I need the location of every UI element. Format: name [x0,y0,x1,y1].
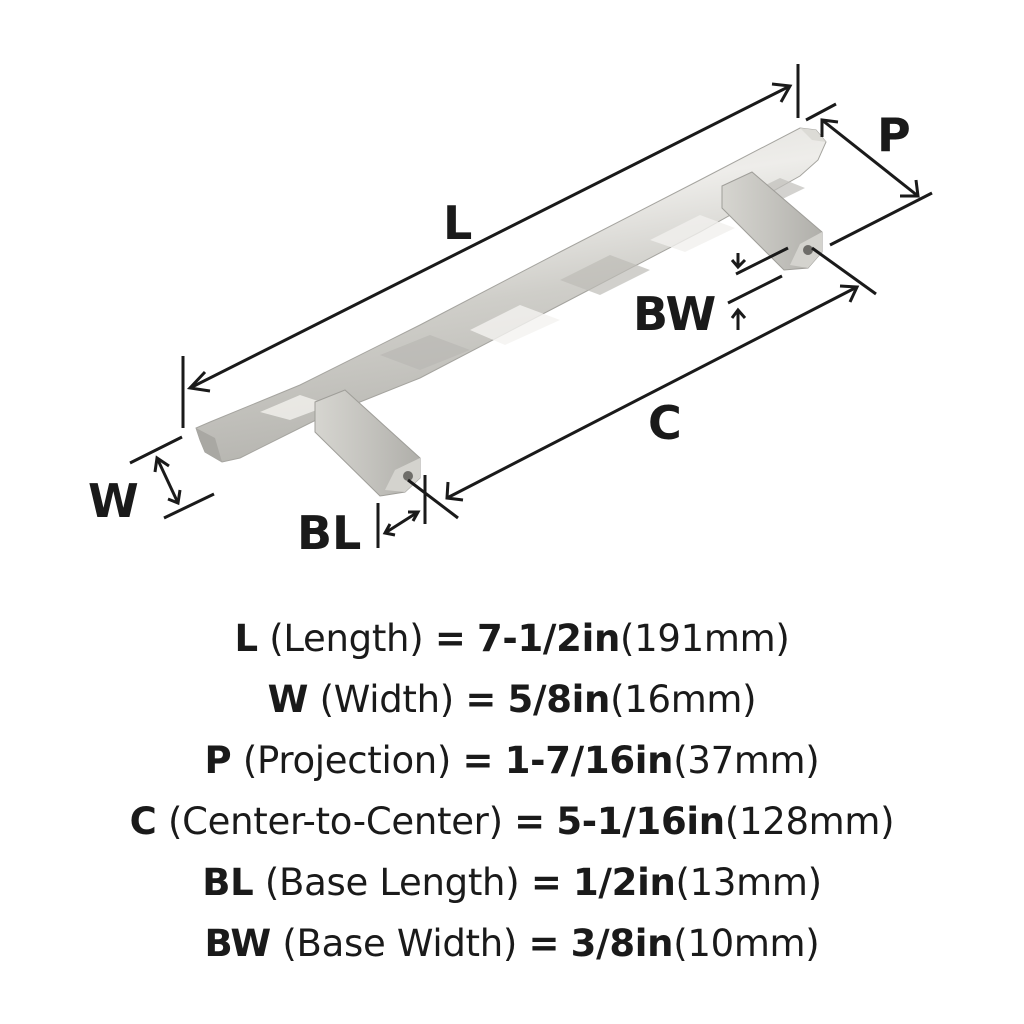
spec-length: L (Length) = 7-1/2in(191mm) [0,608,1024,669]
label-base-width: BW [633,287,717,341]
spec-base-width: BW (Base Width) = 3/8in(10mm) [0,913,1024,974]
spec-abbr: W [267,678,309,721]
spec-equals: = [465,678,497,721]
spec-name: (Projection) [242,739,452,782]
spec-equals: = [530,861,562,904]
spec-abbr: P [204,739,232,782]
spec-width: W (Width) = 5/8in(16mm) [0,669,1024,730]
spec-abbr: BW [204,922,272,965]
left-post [314,389,421,497]
spec-projection: P (Projection) = 1-7/16in(37mm) [0,730,1024,791]
spec-name: (Length) [269,617,424,660]
right-post [721,171,823,271]
specifications-list: L (Length) = 7-1/2in(191mm) W (Width) = … [0,608,1024,974]
handle-bar [195,127,827,463]
spec-abbr: BL [202,861,254,904]
label-center-to-center: C [648,396,682,450]
spec-imperial: 1/2in [572,861,676,904]
spec-imperial: 7-1/2in [476,617,621,660]
spec-name: (Base Length) [264,861,520,904]
spec-imperial: 5/8in [507,678,611,721]
label-length: L [443,196,473,250]
spec-metric: (16mm) [610,678,757,721]
spec-name: (Base Width) [282,922,518,965]
spec-equals: = [514,800,545,843]
label-base-length: BL [297,506,362,560]
spec-metric: (37mm) [673,739,820,782]
spec-base-length: BL (Base Length) = 1/2in(13mm) [0,852,1024,913]
spec-imperial: 5-1/16in [556,800,725,843]
pull-dimension-diagram: L P BW C W BL [88,64,933,560]
spec-abbr: L [234,617,259,660]
spec-equals: = [434,617,466,660]
spec-equals: = [528,922,560,965]
handle-illustration [129,64,933,548]
spec-abbr: C [129,800,157,843]
spec-metric: (191mm) [620,617,790,660]
spec-equals: = [462,739,494,782]
spec-metric: (128mm) [724,800,895,843]
spec-name: (Center-to-Center) [168,800,503,843]
dimension-lines [129,64,933,548]
spec-imperial: 3/8in [570,922,674,965]
spec-metric: (10mm) [673,922,820,965]
label-projection: P [877,108,911,162]
spec-center-to-center: C (Center-to-Center) = 5-1/16in(128mm) [0,791,1024,852]
spec-imperial: 1-7/16in [504,739,674,782]
spec-metric: (13mm) [675,861,823,904]
label-width: W [88,474,139,528]
spec-name: (Width) [319,678,455,721]
